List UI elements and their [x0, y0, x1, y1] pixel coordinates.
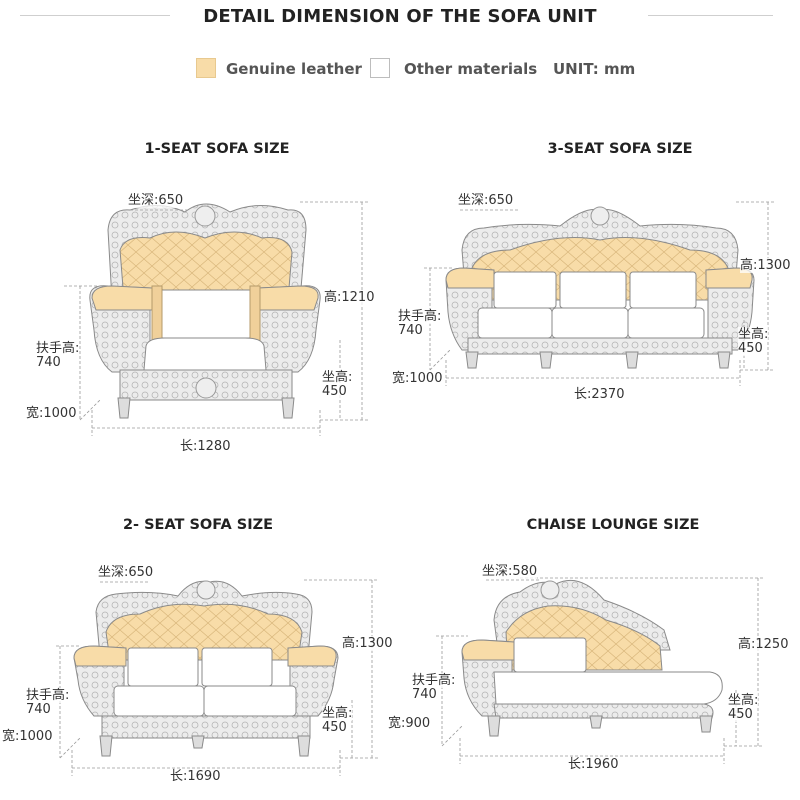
three-seat-sofa-drawing — [445, 206, 755, 369]
leather-swatch — [196, 58, 216, 78]
one-seat-seat-height-label: 坐高: — [322, 370, 353, 385]
two-seat-height-label: 高:1300 — [342, 636, 393, 651]
chaise-length-label: 长:1960 — [568, 757, 619, 772]
chaise-title: CHAISE LOUNGE SIZE — [526, 517, 700, 533]
chaise-seat-height-value: 450 — [728, 707, 753, 722]
one-seat-length-label: 长:1280 — [180, 439, 231, 454]
one-seat-depth-label: 坐深:650 — [128, 193, 184, 208]
one-seat-arm-value: 740 — [36, 355, 61, 370]
title-rule-left — [20, 15, 170, 16]
chaise-seat-height-label: 坐高: — [728, 693, 759, 708]
one-seat-width-label: 宽:1000 — [26, 406, 77, 421]
one-seat-seat-height-value: 450 — [322, 384, 347, 399]
two-seat-depth-label: 坐深:650 — [98, 565, 154, 580]
two-seat-width-label: 宽:1000 — [2, 729, 53, 744]
two-seat-sofa-drawing — [73, 580, 339, 757]
title-rule-right — [648, 15, 773, 16]
chaise-height-label: 高:1250 — [738, 637, 789, 652]
one-seat-height-label: 高:1210 — [324, 290, 375, 305]
chaise-depth-label: 坐深:580 — [482, 564, 538, 579]
two-seat-title: 2- SEAT SOFA SIZE — [122, 517, 274, 533]
chaise-lounge-drawing — [461, 580, 723, 737]
three-seat-length-label: 长:2370 — [574, 387, 625, 402]
page-title: DETAIL DIMENSION OF THE SOFA UNIT — [203, 6, 597, 27]
three-seat-height-label: 高:1300 — [740, 258, 791, 273]
three-seat-seat-height-label: 坐高: — [738, 327, 769, 342]
one-seat-sofa-drawing — [89, 203, 321, 419]
three-seat-title: 3-SEAT SOFA SIZE — [547, 141, 693, 157]
two-seat-length-label: 长:1690 — [170, 769, 221, 784]
two-seat-seat-height-value: 450 — [322, 720, 347, 735]
three-seat-width-label: 宽:1000 — [392, 371, 443, 386]
two-seat-seat-height-label: 坐高: — [322, 706, 353, 721]
chaise-width-label: 宽:900 — [388, 716, 431, 731]
legend-other-label: Other materials — [404, 60, 538, 78]
three-seat-arm-value: 740 — [398, 323, 423, 338]
three-seat-depth-label: 坐深:650 — [458, 193, 514, 208]
two-seat-arm-value: 740 — [26, 702, 51, 717]
dimension-guides — [56, 201, 774, 776]
chaise-arm-label: 扶手高: — [412, 673, 456, 688]
legend-leather-label: Genuine leather — [226, 60, 362, 78]
two-seat-arm-label: 扶手高: — [26, 688, 70, 703]
three-seat-arm-label: 扶手高: — [398, 309, 442, 324]
chaise-arm-value: 740 — [412, 687, 437, 702]
unit-label: UNIT: mm — [553, 60, 636, 78]
one-seat-arm-label: 扶手高: — [36, 341, 80, 356]
three-seat-seat-height-value: 450 — [738, 341, 763, 356]
other-materials-swatch — [370, 58, 390, 78]
one-seat-title: 1-SEAT SOFA SIZE — [144, 141, 290, 157]
